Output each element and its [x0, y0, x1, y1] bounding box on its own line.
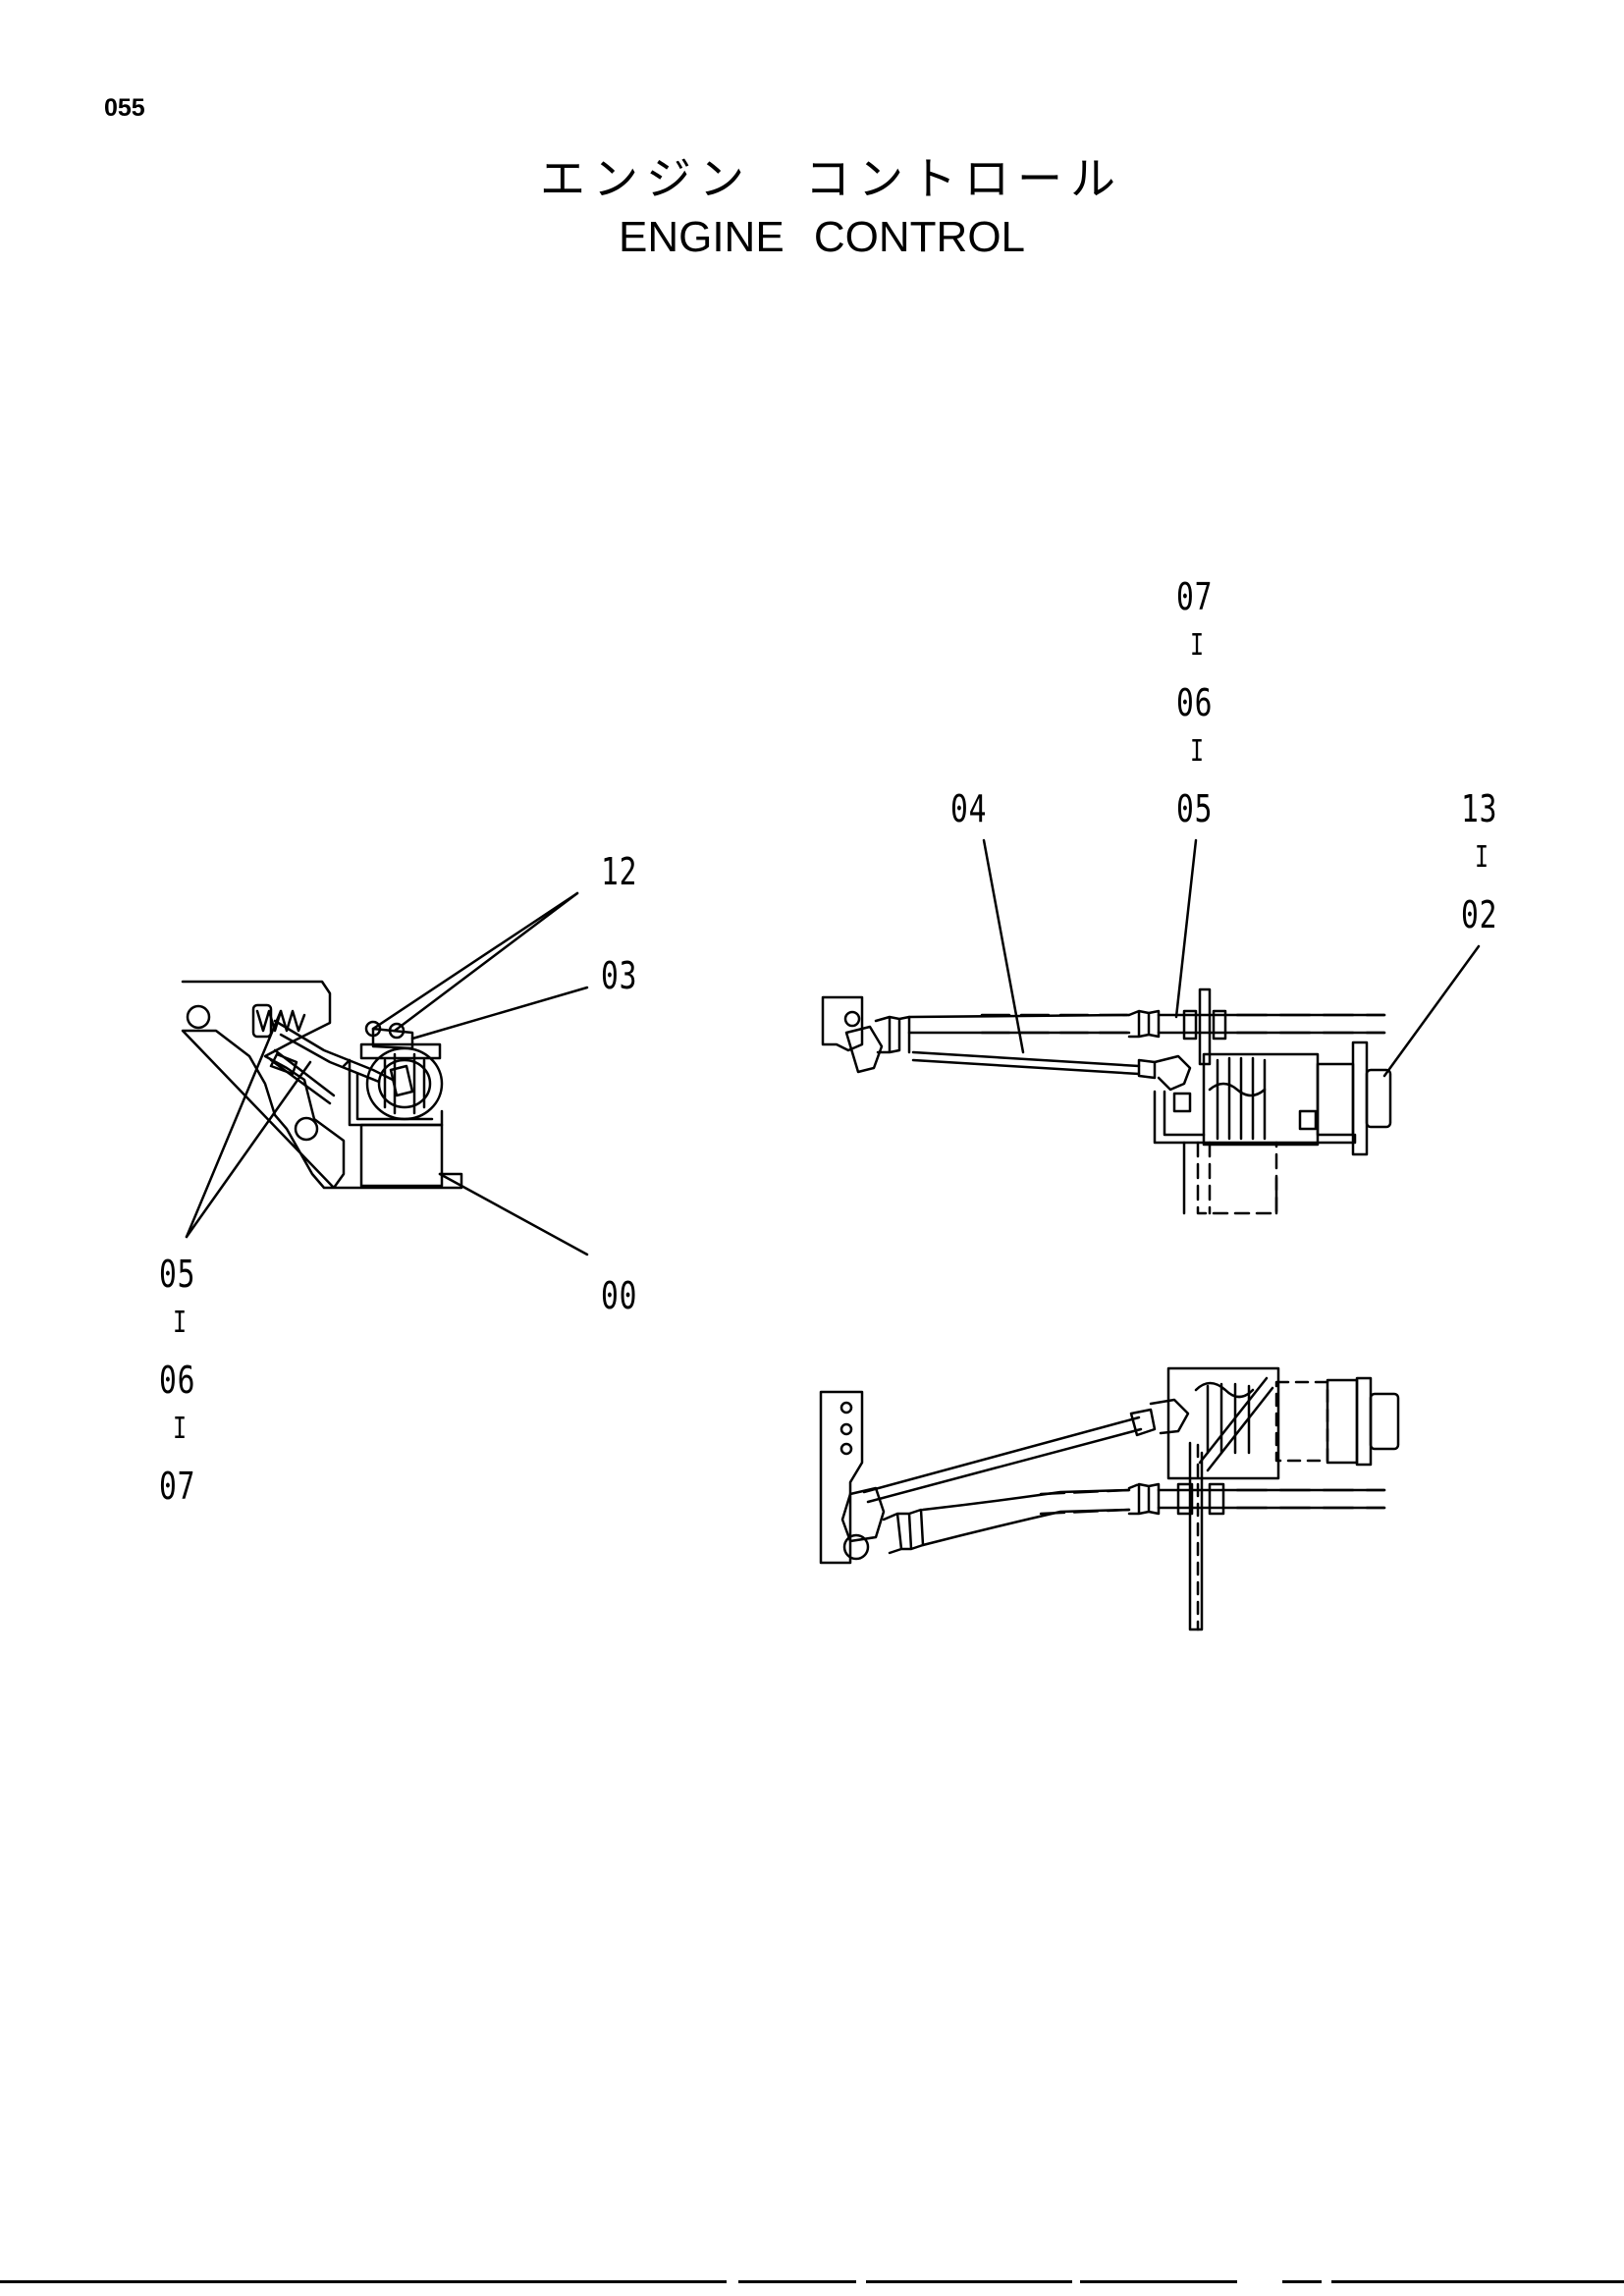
rb-motor-flange [1355, 1376, 1373, 1467]
rt-motor-bellows-wave [1208, 1082, 1267, 1097]
rb-bracket-hole-2 [839, 1422, 853, 1436]
callout-04-right: 04 [950, 787, 988, 830]
rb-cable-dash-right [1235, 1488, 1386, 1510]
leader-05-right [1174, 838, 1198, 1019]
callout-05-right: 05 [1176, 787, 1214, 830]
callout-06-right: 06 [1176, 681, 1214, 724]
rt-motor-bellows [1216, 1056, 1267, 1141]
rt-motor-cap [1365, 1068, 1392, 1129]
leader-02 [1382, 944, 1481, 1078]
rb-motor-end [1326, 1378, 1359, 1465]
left-lever-pivot [251, 1003, 273, 1039]
rb-vertical-bracket [819, 1390, 864, 1565]
bottom-rule-1 [0, 2280, 727, 2283]
bottom-rule-5 [1282, 2280, 1322, 2283]
left-pin-bolt [269, 1052, 298, 1076]
rt-nut-bottom [1172, 1092, 1318, 1131]
rb-cable-dash [1039, 1488, 1131, 1516]
left-lever-arm [273, 1019, 395, 1084]
rb-end-ball [842, 1533, 870, 1561]
left-base-block [359, 1123, 444, 1188]
bottom-rule-3 [866, 2280, 1072, 2283]
rt-rod-link [1137, 1058, 1157, 1080]
rt-nut-pair [1182, 1009, 1227, 1041]
bottom-rule-4 [1080, 2280, 1237, 2283]
left-clevis [389, 1064, 414, 1097]
rb-vertical-rod [1188, 1441, 1204, 1631]
callout-00-left: 00 [601, 1274, 638, 1317]
rt-cable-dash-right [1235, 1013, 1386, 1035]
rb-rod [862, 1415, 1143, 1504]
callout-12-left: 12 [601, 850, 638, 893]
rb-motor-cap [1369, 1392, 1400, 1451]
rt-bracket-plate [1182, 1141, 1278, 1215]
leader-05-a [185, 1009, 283, 1239]
callout-sep-right-1: I [1190, 628, 1205, 663]
rt-rod-joint [1153, 1054, 1192, 1092]
rt-cable-sheath-dash [980, 1013, 1131, 1035]
rb-motor-housing [1166, 1366, 1280, 1480]
leader-12-a [371, 891, 579, 1031]
page-title: エンジン コントロール ENGINE CONTROL [0, 149, 1624, 267]
callout-05-left: 05 [159, 1253, 196, 1296]
callout-sep-left-2: I [173, 1412, 188, 1446]
rt-motor-housing [1202, 1052, 1320, 1147]
left-cable-clamp [371, 1027, 414, 1050]
rt-mount-plate [1198, 988, 1212, 1066]
left-motor-ring [377, 1058, 432, 1109]
rb-rod-link [1129, 1408, 1157, 1437]
rt-cable-to-right [1157, 1013, 1386, 1035]
rb-cable-curve-upper [921, 1488, 1131, 1512]
leader-12-b [393, 891, 579, 1033]
rt-end-nut [843, 1010, 861, 1028]
bottom-rule-2 [738, 2280, 856, 2283]
callout-07-right: 07 [1176, 575, 1214, 618]
bottom-rule-6 [1331, 2280, 1624, 2283]
rb-boot-right [1127, 1482, 1161, 1516]
callout-13-right: 13 [1461, 787, 1498, 830]
callout-02-right: 02 [1461, 893, 1498, 936]
left-bracket-plate [181, 980, 463, 1190]
left-engine-control-assembly [181, 891, 589, 1256]
rb-diagonal-plate [1198, 1376, 1274, 1472]
rt-end-bracket [821, 995, 864, 1052]
rb-end-fitting [840, 1486, 886, 1543]
callout-sep-right-3: I [1475, 840, 1489, 875]
left-bracket-hole-top [186, 1004, 211, 1030]
left-bracket-hole-bottom [294, 1116, 319, 1142]
rt-rod-upper [911, 1050, 1141, 1076]
page-number: 055 [104, 94, 145, 122]
rb-bracket-hole-1 [839, 1401, 853, 1415]
rt-base-bracket-dashed [1196, 1141, 1278, 1215]
leader-04 [982, 838, 1025, 1054]
rt-motor-end [1316, 1062, 1355, 1137]
callout-sep-right-2: I [1190, 734, 1205, 769]
right-top-assembly [821, 838, 1481, 1215]
leader-00 [438, 1172, 589, 1256]
rt-boot-right [1127, 1009, 1161, 1039]
title-english: ENGINE CONTROL [618, 213, 1026, 261]
right-bottom-assembly [819, 1366, 1400, 1631]
callout-06-left: 06 [159, 1359, 196, 1402]
rb-boot-left [882, 1508, 925, 1555]
left-motor-mount-top [359, 1042, 442, 1060]
rb-rod-joint [1149, 1398, 1190, 1435]
rb-motor-bellows [1206, 1382, 1251, 1455]
rb-cable-curve-lower [921, 1508, 1131, 1547]
rb-bracket-hole-3 [839, 1442, 853, 1456]
leader-05-b [185, 1060, 312, 1239]
title-japanese: エンジン コントロール [540, 152, 1123, 205]
callout-sep-left-1: I [173, 1306, 188, 1340]
callout-07-left: 07 [159, 1465, 196, 1508]
rb-motor-bellows-wave [1194, 1381, 1255, 1399]
rb-motor-dashed-box [1274, 1380, 1329, 1463]
callout-03-left: 03 [601, 954, 638, 997]
rt-end-fitting [844, 1025, 884, 1074]
rb-nut-pair [1176, 1482, 1225, 1516]
rt-base-frame [1153, 1090, 1357, 1145]
leader-03 [410, 986, 589, 1041]
